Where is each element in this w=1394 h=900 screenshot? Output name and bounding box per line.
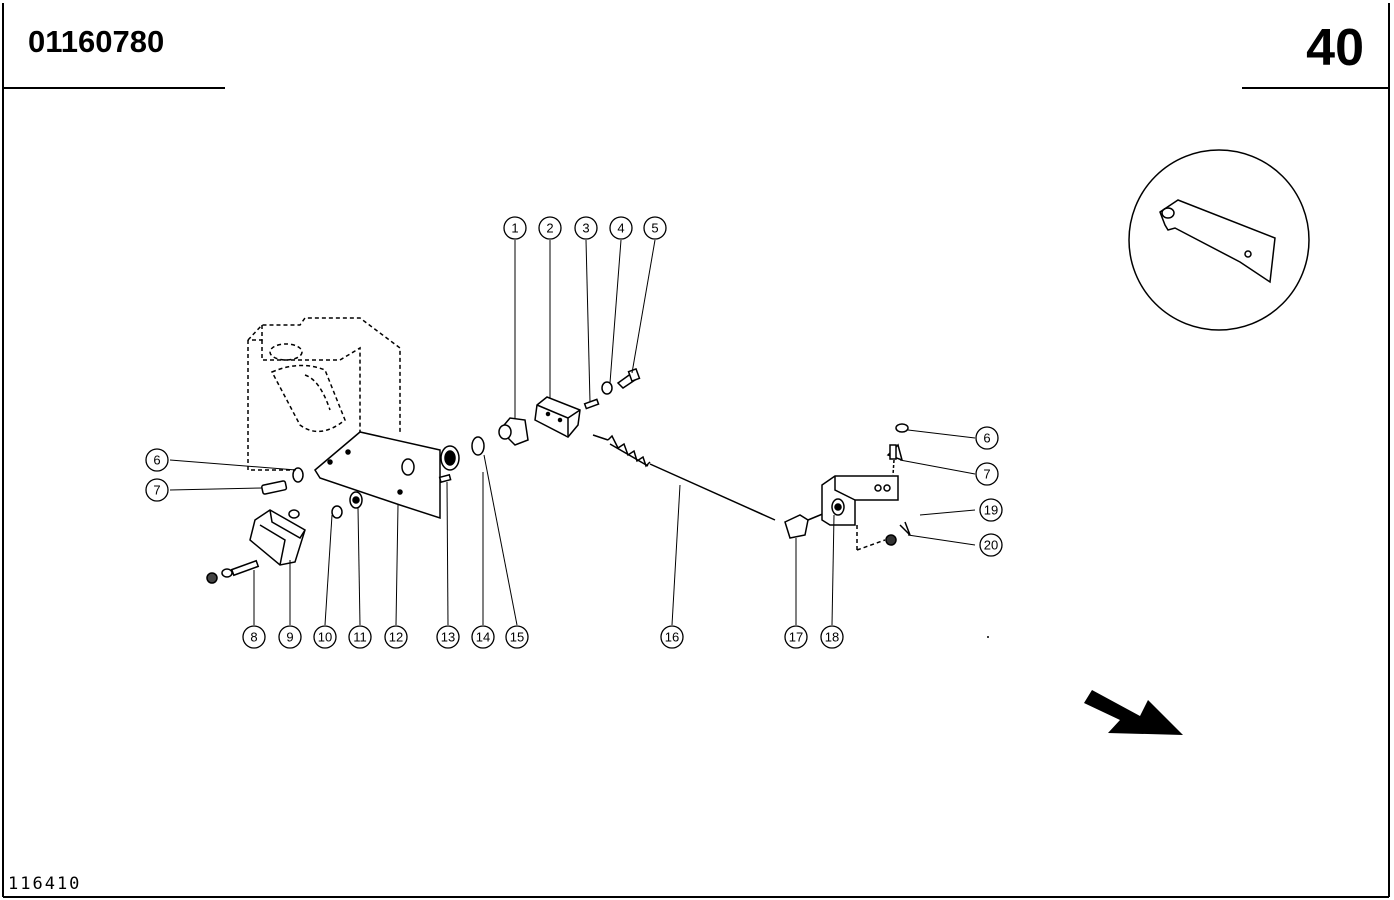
part-code: 01160780 [28, 24, 165, 59]
callout-13: 13 [441, 630, 455, 645]
bracket-detail-inset [1128, 149, 1310, 331]
spring-rod [592, 434, 776, 521]
callout-11: 11 [353, 630, 367, 645]
callout-1: 1 [511, 221, 518, 236]
left-fasteners [261, 467, 363, 519]
callout-9: 9 [286, 630, 293, 645]
callout-6-left: 6 [153, 453, 160, 468]
right-bracket [784, 423, 911, 551]
leader-lines [169, 239, 976, 626]
mounting-plate [314, 431, 441, 520]
callout-17: 17 [789, 630, 803, 645]
callout-7-right: 7 [983, 467, 990, 482]
callout-4: 4 [617, 221, 624, 236]
callout-3: 3 [582, 221, 589, 236]
callout-7-left: 7 [153, 483, 160, 498]
callout-6-right: 6 [983, 431, 990, 446]
callout-16: 16 [665, 630, 679, 645]
callout-20: 20 [984, 538, 998, 553]
callout-2: 2 [546, 221, 553, 236]
drawing-dot [987, 636, 989, 638]
page-number: 40 [1306, 19, 1364, 77]
callout-8: 8 [250, 630, 257, 645]
arrow-down-right-icon [1084, 690, 1183, 735]
callout-15: 15 [510, 630, 524, 645]
callout-5: 5 [651, 221, 658, 236]
callout-markers [145, 216, 1003, 649]
sheet-frame [2, 3, 1390, 898]
callout-numbers: 1 2 3 4 5 6 7 8 9 10 11 12 13 14 15 16 1… [153, 221, 998, 645]
drawing-reference: 116410 [8, 874, 82, 894]
callout-14: 14 [476, 630, 490, 645]
callout-18: 18 [825, 630, 839, 645]
engine-housing-outline [247, 317, 401, 471]
callout-10: 10 [318, 630, 332, 645]
callout-12: 12 [389, 630, 403, 645]
sensor-unit [206, 509, 306, 584]
callout-19: 19 [984, 503, 998, 518]
lever-assembly [498, 367, 641, 446]
bearing-parts [438, 436, 485, 484]
